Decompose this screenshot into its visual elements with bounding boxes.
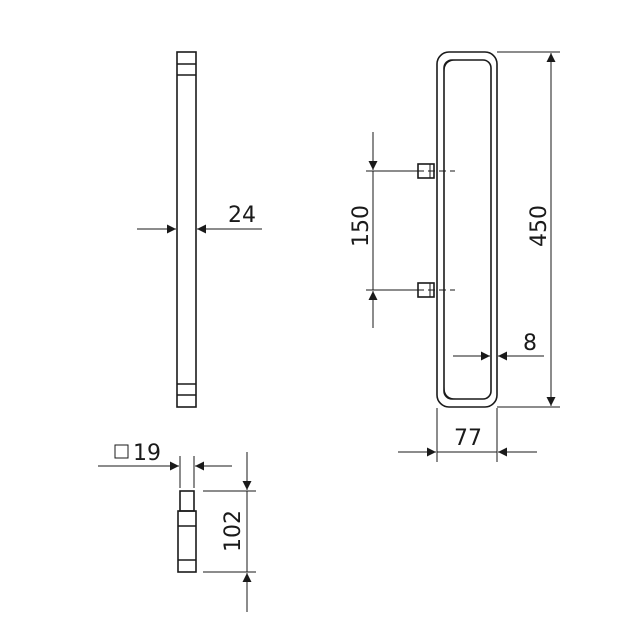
frame-outer bbox=[436, 51, 498, 408]
dimension-spacing-label: 150 bbox=[349, 205, 374, 247]
dimension-length: 450 bbox=[497, 51, 560, 408]
dimension-spacing: 150 bbox=[349, 132, 420, 328]
post-stub-top bbox=[179, 490, 195, 512]
dimension-wall: 8 bbox=[453, 331, 544, 361]
front-view bbox=[395, 51, 498, 408]
frame-corner-line bbox=[443, 386, 457, 400]
dimension-depth-label: 77 bbox=[454, 426, 482, 451]
dimension-length-label: 450 bbox=[527, 205, 552, 247]
dimension-post-section: 19 bbox=[98, 441, 232, 488]
dimension-post-height-label: 102 bbox=[221, 510, 246, 552]
frame-inner bbox=[443, 59, 492, 400]
dimension-post-section-label: 19 bbox=[133, 441, 161, 466]
post-body bbox=[177, 510, 197, 573]
dimension-depth: 77 bbox=[398, 408, 537, 462]
post-detail bbox=[177, 490, 197, 573]
square-section-icon bbox=[114, 444, 129, 459]
side-view-bar bbox=[176, 51, 197, 408]
dimension-thickness: 24 bbox=[137, 203, 262, 234]
side-view bbox=[176, 51, 197, 408]
dimension-thickness-label: 24 bbox=[228, 203, 256, 228]
dimension-wall-label: 8 bbox=[523, 331, 537, 356]
dimension-post-height: 102 bbox=[203, 452, 256, 612]
frame-corner-line bbox=[443, 59, 457, 73]
